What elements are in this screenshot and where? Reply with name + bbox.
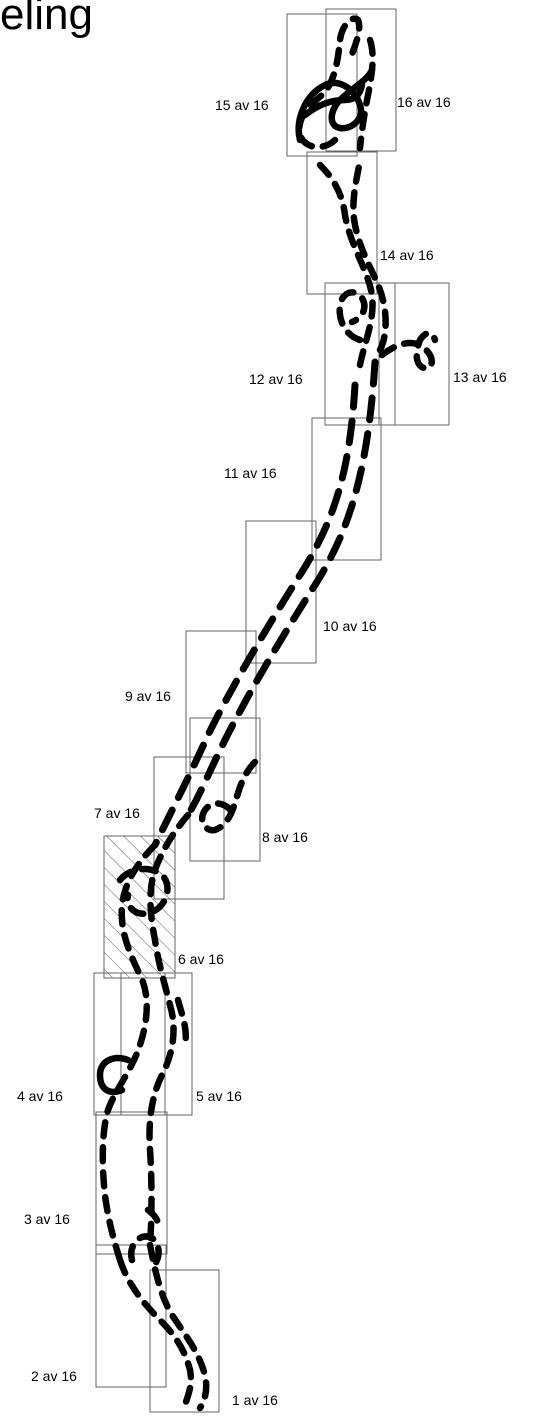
tile-label-1: 1 av 16 xyxy=(232,1392,278,1408)
tile-frames xyxy=(93,8,450,1413)
tile-label-4: 4 av 16 xyxy=(17,1088,63,1104)
route-track-east xyxy=(184,358,379,819)
route-upper-main xyxy=(316,161,376,369)
tile-label-2: 2 av 16 xyxy=(31,1368,77,1384)
tile-label-6: 6 av 16 xyxy=(178,951,224,967)
route-bottom-west xyxy=(116,1256,195,1409)
route-hook-4 xyxy=(96,1054,132,1096)
map-title: eling xyxy=(0,0,93,39)
tile-label-13: 13 av 16 xyxy=(453,369,507,385)
route-branch-13 xyxy=(378,330,439,372)
tile-14[interactable] xyxy=(306,151,378,295)
tile-7[interactable] xyxy=(153,756,225,900)
tile-5[interactable] xyxy=(120,972,193,1116)
tile-12[interactable] xyxy=(324,282,396,426)
tile-label-12: 12 av 16 xyxy=(249,371,303,387)
tile-label-10: 10 av 16 xyxy=(323,618,377,634)
tile-label-7: 7 av 16 xyxy=(94,805,140,821)
tile-label-5: 5 av 16 xyxy=(196,1088,242,1104)
route-tangle-loop xyxy=(296,15,363,151)
route-lines xyxy=(96,15,439,1412)
route-detail-3 xyxy=(144,1206,162,1234)
tile-10[interactable] xyxy=(245,520,317,664)
tile-13[interactable] xyxy=(378,282,450,426)
route-tangle-east xyxy=(356,36,376,152)
route-track-west xyxy=(151,381,359,849)
tile-8[interactable] xyxy=(189,717,261,862)
route-tile8-detail xyxy=(198,758,259,834)
tile-9[interactable] xyxy=(185,630,257,774)
route-upper-east xyxy=(350,156,389,354)
route-bottom-east xyxy=(146,1241,210,1412)
route-loop-3 xyxy=(127,1233,162,1274)
route-tangle-mid xyxy=(301,81,366,119)
tile-4[interactable] xyxy=(93,972,166,1116)
tile-label-16: 16 av 16 xyxy=(397,94,451,110)
tile-11[interactable] xyxy=(311,417,382,561)
tile-label-15: 15 av 16 xyxy=(215,97,269,113)
tile-label-11: 11 av 16 xyxy=(224,465,277,481)
route-loop-6 xyxy=(116,865,171,917)
tile-label-8: 8 av 16 xyxy=(262,829,308,845)
route-lower-west xyxy=(99,841,159,1264)
tile-label-3: 3 av 16 xyxy=(24,1211,70,1227)
route-loop-12 xyxy=(336,289,368,344)
tile-label-9: 9 av 16 xyxy=(125,688,171,704)
tile-labels: 1 av 16 2 av 16 3 av 16 4 av 16 5 av 16 … xyxy=(17,94,507,1408)
tile-6[interactable] xyxy=(103,835,176,979)
route-detail-5 xyxy=(174,996,189,1049)
tile-label-14: 14 av 16 xyxy=(380,247,434,263)
tile-1[interactable] xyxy=(149,1269,220,1413)
